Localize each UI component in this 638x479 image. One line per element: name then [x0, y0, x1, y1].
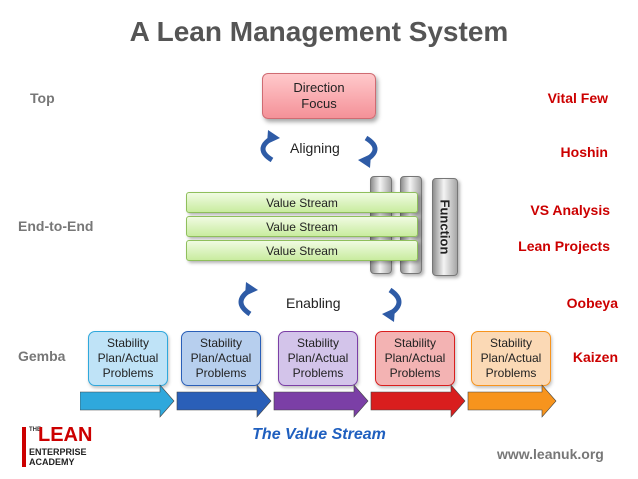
value-stream-arrow-5: [467, 384, 557, 418]
value-stream-arrow-3: [273, 384, 369, 418]
tool-oobeya: Oobeya: [566, 295, 618, 311]
logo-academy: ACADEMY: [29, 457, 75, 467]
tool-lean-projects: Lean Projects: [518, 238, 610, 254]
website-url: www.leanuk.org: [497, 446, 604, 462]
plan-actual-label: Plan/Actual: [480, 351, 542, 365]
plan-actual-label: Plan/Actual: [190, 351, 252, 365]
tool-hoshin: Hoshin: [560, 144, 608, 160]
stability-box-2: Stability Plan/Actual Problems: [181, 331, 261, 386]
stability-box-4: Stability Plan/Actual Problems: [375, 331, 455, 386]
tool-vs-analysis: VS Analysis: [530, 202, 610, 218]
plan-actual-label: Plan/Actual: [287, 351, 349, 365]
value-stream-bar-3: Value Stream: [186, 240, 418, 261]
function-bar-3: Function: [432, 178, 458, 276]
value-stream-bar-1: Value Stream: [186, 192, 418, 213]
value-stream-arrows: [80, 384, 557, 418]
enabling-right-arrowhead: [382, 308, 395, 322]
tool-kaizen: Kaizen: [572, 349, 618, 365]
stability-box-5: Stability Plan/Actual Problems: [471, 331, 551, 386]
stability-box-1: Stability Plan/Actual Problems: [88, 331, 168, 386]
level-end-to-end-label: End-to-End: [18, 218, 94, 234]
value-stream-arrow-4: [370, 384, 466, 418]
stability-label: Stability: [106, 336, 150, 350]
value-stream-bar-2: Value Stream: [186, 216, 418, 237]
value-stream-caption: The Value Stream: [252, 426, 386, 443]
problems-label: Problems: [389, 366, 441, 380]
stability-label: Stability: [296, 336, 340, 350]
problems-label: Problems: [292, 366, 344, 380]
plan-actual-label: Plan/Actual: [97, 351, 159, 365]
aligning-left-arrowhead: [267, 130, 280, 144]
stability-label: Stability: [393, 336, 437, 350]
problems-label: Problems: [195, 366, 247, 380]
enabling-label: Enabling: [286, 295, 341, 311]
problems-label: Problems: [102, 366, 154, 380]
direction-focus-box: Direction Focus: [262, 73, 376, 119]
aligning-arrows: [260, 130, 378, 168]
enabling-left-arrowhead: [245, 282, 258, 296]
tool-vital-few: Vital Few: [547, 90, 608, 106]
stability-label: Stability: [199, 336, 243, 350]
aligning-right-arrowhead: [358, 154, 371, 168]
lean-enterprise-academy-logo: THE LEAN ENTERPRISE ACADEMY: [22, 425, 102, 471]
logo-enterprise: ENTERPRISE: [29, 447, 87, 457]
focus-label: Focus: [301, 96, 337, 111]
logo-lean: LEAN: [38, 424, 93, 446]
logo-prefix: THE: [29, 427, 41, 433]
enabling-arrows: [238, 282, 402, 322]
value-stream-arrow-2: [176, 384, 272, 418]
direction-label: Direction: [293, 80, 345, 95]
value-stream-arrow-1: [80, 384, 175, 418]
level-top-label: Top: [30, 90, 55, 106]
problems-label: Problems: [485, 366, 537, 380]
level-gemba-label: Gemba: [18, 348, 66, 364]
stability-box-3: Stability Plan/Actual Problems: [278, 331, 358, 386]
logo-accent-bar: [22, 427, 26, 467]
plan-actual-label: Plan/Actual: [384, 351, 446, 365]
function-label: Function: [437, 199, 453, 255]
stability-label: Stability: [489, 336, 533, 350]
aligning-label: Aligning: [290, 140, 340, 156]
page-title: A Lean Management System: [129, 16, 509, 47]
